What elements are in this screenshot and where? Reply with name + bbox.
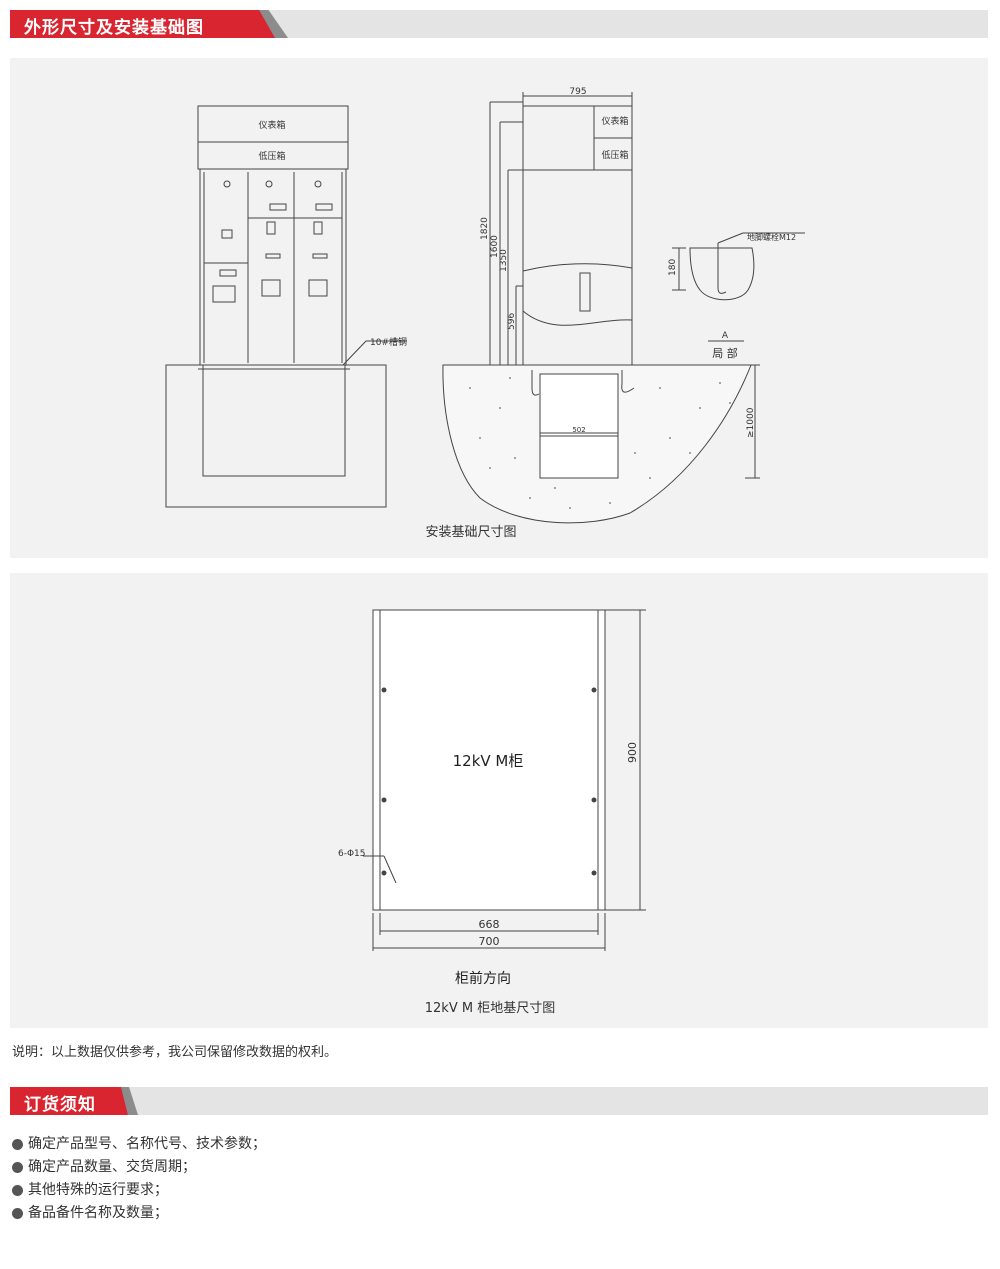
bullet-icon [12, 1139, 23, 1150]
dim-1820: 1820 [480, 217, 490, 240]
mount-hole [381, 687, 387, 693]
disclaimer-note: 说明：以上数据仅供参考，我公司保留修改数据的权利。 [12, 1045, 338, 1060]
installation-drawing: 仪表箱 低压箱 10#槽钢 795 仪表箱 低压箱 1820 1600 1350… [165, 87, 805, 540]
low-voltage-box-label: 低压箱 [258, 150, 285, 162]
list-item: 确定产品型号、名称代号、技术参数； [12, 1133, 266, 1156]
bullet-icon [12, 1208, 23, 1219]
list-item: 备品备件名称及数量； [12, 1202, 266, 1225]
mount-hole [591, 870, 597, 876]
dim-668: 668 [479, 918, 500, 931]
section-title: 外形尺寸及安装基础图 [24, 18, 204, 38]
foundation-caption: 12kV M 柜地基尺寸图 [425, 1001, 555, 1016]
hole-spec-label: 6-Φ15 [338, 849, 366, 859]
front-direction-label: 柜前方向 [455, 970, 511, 987]
instrument-box-label: 仪表箱 [258, 119, 285, 131]
channel-steel-label: 10#槽钢 [370, 336, 407, 348]
foundation-drawing-panel: 12kV M柜 900 6-Φ15 668 700 柜前方向 12kV M 柜地… [10, 573, 988, 1028]
installation-drawing-panel: 仪表箱 低压箱 10#槽钢 795 仪表箱 低压箱 1820 1600 1350… [10, 58, 988, 558]
section-header-dimensions: 外形尺寸及安装基础图 [10, 10, 988, 38]
dim-502: 502 [572, 426, 585, 434]
dim-596: 596 [507, 313, 517, 330]
bullet-icon [12, 1162, 23, 1173]
detail-mark: A [722, 331, 729, 341]
list-item: 其他特殊的运行要求； [12, 1179, 266, 1202]
mount-hole [591, 797, 597, 803]
bullet-icon [12, 1185, 23, 1196]
dim-1350: 1350 [499, 249, 509, 272]
section-header-ordering: 订货须知 [10, 1087, 988, 1115]
dim-width-top: 795 [569, 87, 586, 97]
side-instrument-box-label: 仪表箱 [601, 115, 628, 127]
side-low-voltage-box-label: 低压箱 [601, 149, 628, 161]
mount-hole [591, 687, 597, 693]
section-title: 订货须知 [24, 1095, 96, 1115]
dim-1000: ≥1000 [746, 407, 756, 438]
cabinet-label: 12kV M柜 [453, 752, 524, 770]
order-requirements-list: 确定产品型号、名称代号、技术参数； 确定产品数量、交货周期； 其他特殊的运行要求… [12, 1133, 266, 1225]
detail-label: 局 部 [712, 346, 738, 360]
dim-900: 900 [626, 742, 639, 763]
dim-700: 700 [479, 935, 500, 948]
dim-180: 180 [668, 259, 678, 276]
installation-caption: 安装基础尺寸图 [425, 525, 516, 540]
anchor-bolt-label: 地脚螺栓M12 [747, 232, 796, 242]
mount-hole [381, 870, 387, 876]
mount-hole [381, 797, 387, 803]
dim-1600: 1600 [490, 235, 500, 258]
foundation-drawing: 12kV M柜 900 6-Φ15 668 700 柜前方向 12kV M 柜地… [338, 609, 646, 1016]
list-item: 确定产品数量、交货周期； [12, 1156, 266, 1179]
